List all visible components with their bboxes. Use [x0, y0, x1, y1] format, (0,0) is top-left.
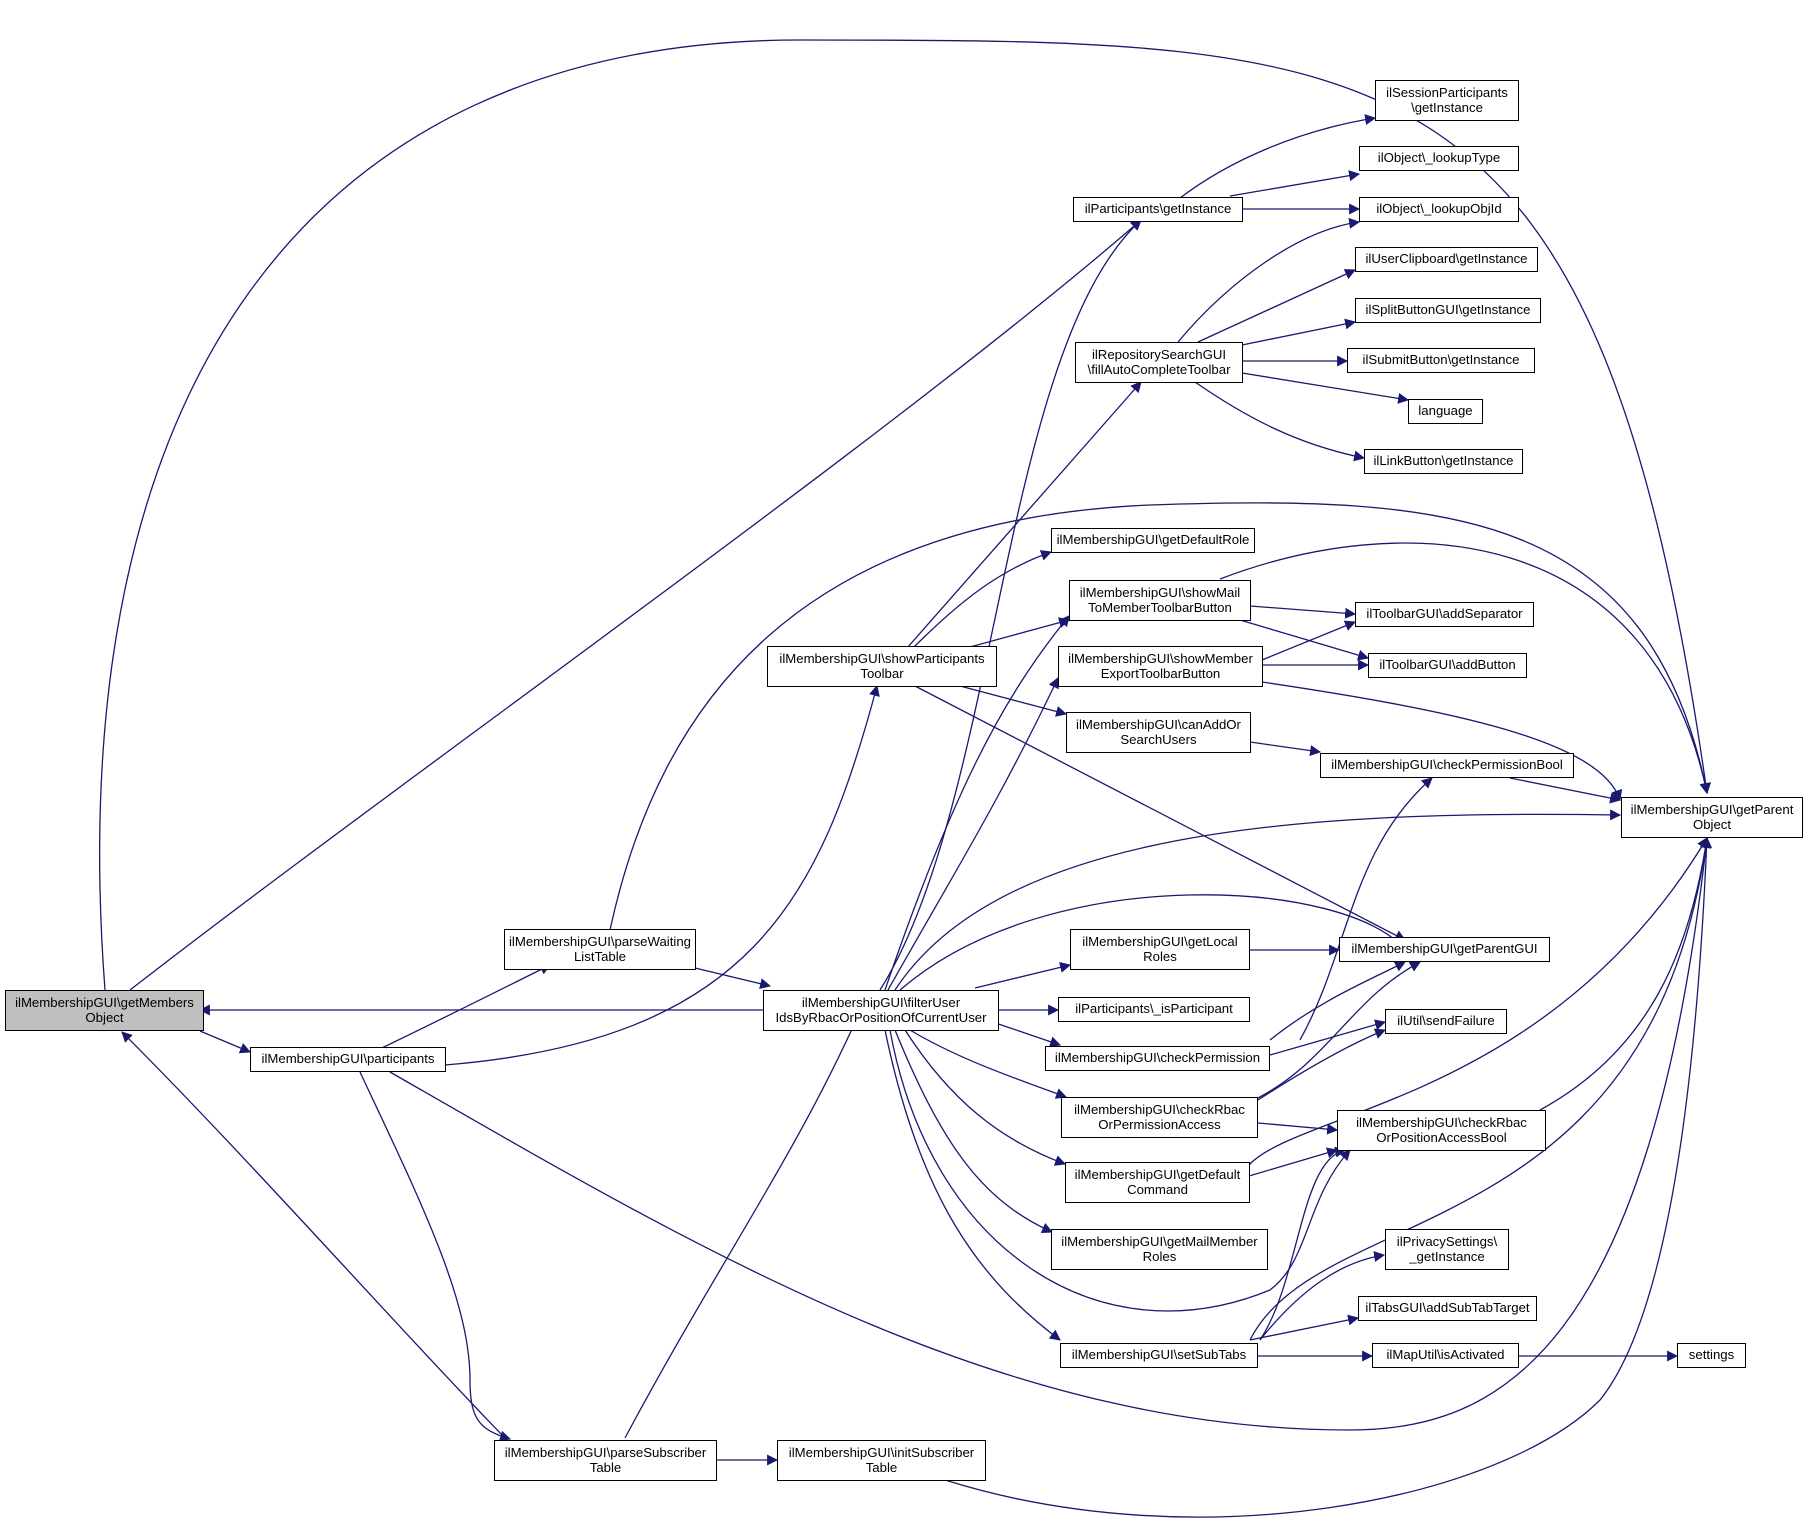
edge-filterUserIds-showMemberExport — [887, 677, 1059, 991]
node-parseSubscriberTable[interactable]: ilMembershipGUI\parseSubscriber Table — [494, 1440, 717, 1481]
node-isParticipant[interactable]: ilParticipants\_isParticipant — [1058, 997, 1250, 1022]
edge-checkRbacOrPermissionAccess-sendFailure — [1257, 1028, 1387, 1101]
node-addSeparator[interactable]: ilToolbarGUI\addSeparator — [1355, 602, 1534, 627]
node-initSubscriberTable[interactable]: ilMembershipGUI\initSubscriber Table — [777, 1440, 986, 1481]
edge-showParticipantsToolbar-getDefaultRole — [904, 550, 1053, 657]
edge-initSubscriberTable-getParentObject — [944, 836, 1713, 1518]
edge-checkPermissionBool-getParentObject — [1509, 777, 1622, 804]
edge-fillAutoCompleteToolbar-language — [1241, 372, 1410, 404]
edge-filterUserIds-getLocalRoles — [974, 961, 1072, 989]
edge-showMemberExport-addSeparator — [1261, 620, 1357, 661]
node-canAddOrSearchUsers[interactable]: ilMembershipGUI\canAddOr SearchUsers — [1066, 712, 1251, 753]
edge-showMailToMember-addSeparator — [1249, 605, 1357, 619]
edge-parseSubscriberTable-filterUserIds — [624, 998, 867, 1439]
edge-participants-parseSubscriberTable — [359, 1071, 512, 1442]
edge-showMailToMember-addButton — [1239, 619, 1370, 661]
node-lookupType[interactable]: ilObject\_lookupType — [1359, 146, 1519, 171]
node-showMemberExport[interactable]: ilMembershipGUI\showMember ExportToolbar… — [1058, 646, 1263, 687]
node-participantsGetInstance[interactable]: ilParticipants\getInstance — [1073, 197, 1243, 222]
edge-fillAutoCompleteToolbar-linkButton — [1194, 381, 1366, 462]
node-addButton[interactable]: ilToolbarGUI\addButton — [1368, 653, 1527, 678]
edge-parseSubscriberTable-getMembersObject — [121, 1031, 506, 1439]
edge-filterUserIds-getMailMemberRoles — [894, 1029, 1054, 1233]
node-filterUserIds[interactable]: ilMembershipGUI\filterUser IdsByRbacOrPo… — [763, 990, 999, 1031]
edge-participants-parseWaitingListTable — [364, 964, 551, 1057]
edge-showParticipantsToolbar-getParentGUI — [914, 685, 1406, 941]
node-showMailToMember[interactable]: ilMembershipGUI\showMail ToMemberToolbar… — [1069, 580, 1251, 621]
node-getParentObject[interactable]: ilMembershipGUI\getParent Object — [1621, 797, 1803, 838]
node-checkPermission[interactable]: ilMembershipGUI\checkPermission — [1045, 1046, 1270, 1071]
node-submitButton[interactable]: ilSubmitButton\getInstance — [1347, 348, 1535, 373]
edge-showMemberExport-getParentObject — [1261, 681, 1623, 802]
node-checkPermissionBool[interactable]: ilMembershipGUI\checkPermissionBool — [1320, 753, 1574, 778]
edge-checkPermission-getParentGUI — [1269, 961, 1406, 1041]
edge-getDefaultCommand-checkRbacOrPositionAccessBool — [1248, 1147, 1339, 1177]
node-mapUtilIsActivated[interactable]: ilMapUtil\isActivated — [1372, 1343, 1519, 1368]
edge-setSubTabs-addSubTabTarget — [1249, 1314, 1360, 1341]
edge-checkRbacOrPermissionAccess-getParentGUI — [1257, 961, 1421, 1099]
node-parseWaitingListTable[interactable]: ilMembershipGUI\parseWaiting ListTable — [504, 929, 696, 970]
node-getMembersObject[interactable]: ilMembershipGUI\getMembers Object — [5, 990, 204, 1031]
node-sessionParticipantsGetInstance[interactable]: ilSessionParticipants \getInstance — [1375, 80, 1519, 121]
node-fillAutoCompleteToolbar[interactable]: ilRepositorySearchGUI \fillAutoCompleteT… — [1075, 342, 1243, 383]
edge-setSubTabs-checkRbacOrPositionAccessBool — [1259, 1146, 1347, 1341]
edge-showParticipantsToolbar-canAddOrSearchUsers — [959, 685, 1068, 717]
edge-filterUserIds-participantsGetInstance — [879, 219, 1142, 991]
edge-checkPermission-sendFailure — [1269, 1019, 1387, 1056]
edge-checkRbacOrPermissionAccess-checkRbacOrPositionAccessBool — [1257, 1122, 1339, 1135]
edge-showParticipantsToolbar-fillAutoCompleteToolbar — [899, 381, 1142, 657]
edge-parseWaitingListTable-getParentObject — [609, 502, 1711, 931]
node-language[interactable]: language — [1408, 399, 1483, 424]
edge-getMembersObject-participantsGetInstance — [129, 219, 1142, 991]
node-splitButton[interactable]: ilSplitButtonGUI\getInstance — [1355, 298, 1541, 323]
edge-filterUserIds-checkRbacOrPermissionAccess — [909, 1029, 1068, 1099]
node-participants[interactable]: ilMembershipGUI\participants — [250, 1047, 446, 1072]
node-checkRbacOrPositionAccessBool[interactable]: ilMembershipGUI\checkRbac OrPositionAcce… — [1337, 1110, 1546, 1151]
edge-participantsGetInstance-lookupType — [1229, 170, 1361, 197]
node-getParentGUI[interactable]: ilMembershipGUI\getParentGUI — [1339, 937, 1550, 962]
edge-getDefaultCommand-getParentObject — [1248, 837, 1708, 1166]
edge-filterUserIds-getDefaultCommand — [904, 1029, 1067, 1166]
node-userClipboard[interactable]: ilUserClipboard\getInstance — [1355, 247, 1538, 272]
node-getMailMemberRoles[interactable]: ilMembershipGUI\getMailMember Roles — [1051, 1229, 1268, 1270]
node-checkRbacOrPermissionAccess[interactable]: ilMembershipGUI\checkRbac OrPermissionAc… — [1061, 1097, 1258, 1138]
node-settings[interactable]: settings — [1677, 1343, 1746, 1368]
edge-showMailToMember-getParentObject — [1219, 542, 1711, 795]
edge-canAddOrSearchUsers-checkPermissionBool — [1249, 741, 1322, 757]
node-getDefaultRole[interactable]: ilMembershipGUI\getDefaultRole — [1051, 528, 1255, 553]
edge-fillAutoCompleteToolbar-lookupObjId — [1177, 217, 1361, 343]
node-sendFailure[interactable]: ilUtil\sendFailure — [1385, 1009, 1507, 1034]
edge-parseWaitingListTable-filterUserIds — [694, 967, 772, 990]
edge-participants-getParentObject — [389, 836, 1712, 1431]
edge-fillAutoCompleteToolbar-splitButton — [1241, 318, 1357, 346]
node-lookupObjId[interactable]: ilObject\_lookupObjId — [1359, 197, 1519, 222]
edge-checkRbacOrPositionAccessBool-getParentObject — [1539, 836, 1711, 1111]
edge-fillAutoCompleteToolbar-userClipboard — [1197, 269, 1356, 343]
node-setSubTabs[interactable]: ilMembershipGUI\setSubTabs — [1060, 1343, 1258, 1368]
edge-participants-showParticipantsToolbar — [444, 684, 880, 1066]
node-linkButton[interactable]: ilLinkButton\getInstance — [1364, 449, 1523, 474]
node-getLocalRoles[interactable]: ilMembershipGUI\getLocal Roles — [1070, 929, 1250, 970]
edge-setSubTabs-getParentObject — [1249, 836, 1712, 1341]
node-showParticipantsToolbar[interactable]: ilMembershipGUI\showParticipants Toolbar — [767, 646, 997, 687]
edge-filterUserIds-checkRbacOrPositionAccessBool — [889, 1029, 1351, 1312]
edge-setSubTabs-privacySettings — [1259, 1251, 1386, 1341]
edge-participantsGetInstance-sessionParticipants — [1179, 114, 1377, 199]
edge-getMembersObject-getParentObject — [99, 39, 1712, 991]
edge-filterUserIds-getParentGUI — [899, 894, 1406, 991]
edge-filterUserIds-getParentObject — [894, 809, 1622, 991]
edge-filterUserIds-showMailToMember — [884, 615, 1070, 991]
node-getDefaultCommand[interactable]: ilMembershipGUI\getDefault Command — [1065, 1162, 1250, 1203]
edge-filterUserIds-setSubTabs — [884, 1029, 1061, 1341]
edge-checkPermission-checkPermissionBool — [1299, 777, 1433, 1041]
edge-getMembersObject-participants — [199, 1030, 252, 1054]
node-addSubTabTarget[interactable]: ilTabsGUI\addSubTabTarget — [1358, 1296, 1537, 1321]
node-privacySettings[interactable]: ilPrivacySettings\ _getInstance — [1385, 1229, 1509, 1270]
edge-showParticipantsToolbar-showMailToMember — [969, 617, 1071, 648]
